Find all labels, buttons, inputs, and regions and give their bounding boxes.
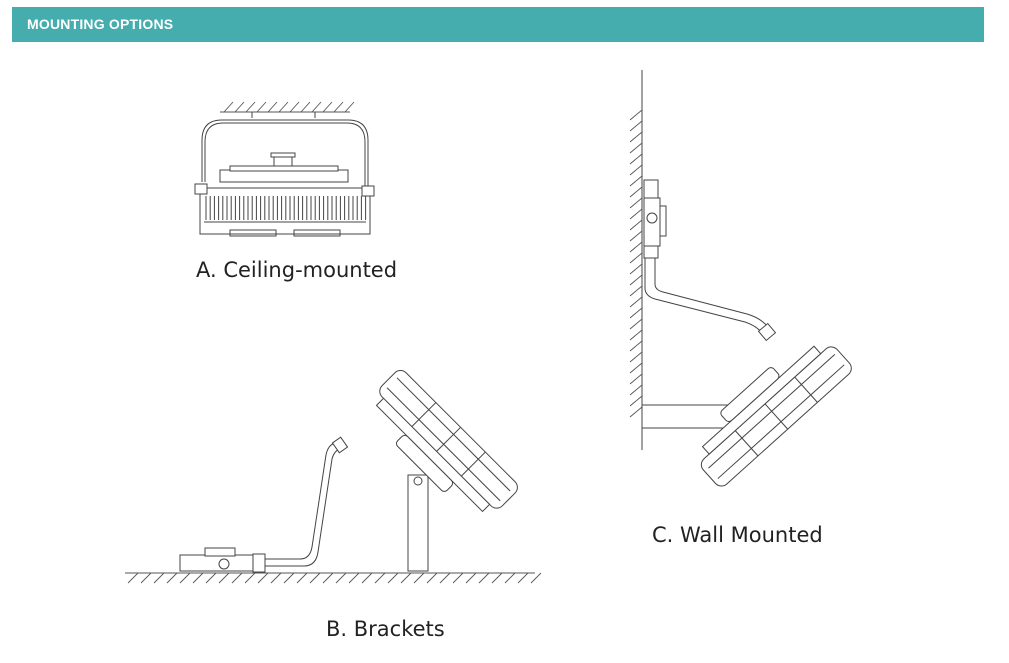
hatch-line xyxy=(630,110,642,120)
hatch-line xyxy=(630,165,642,175)
hatch-line xyxy=(630,341,642,351)
hatch-line xyxy=(232,573,242,583)
hatch-line xyxy=(312,102,321,112)
hatch-line xyxy=(630,396,642,406)
hatch-line xyxy=(154,573,164,583)
hatch-line xyxy=(224,102,233,112)
hatch-line xyxy=(180,573,190,583)
hatch-line xyxy=(531,573,541,583)
hatch-line xyxy=(128,573,138,583)
hatch-line xyxy=(323,573,333,583)
hatch-line xyxy=(401,573,411,583)
hatch-line xyxy=(349,573,359,583)
hatch-line xyxy=(388,573,398,583)
hatch-line xyxy=(219,573,229,583)
hatch-line xyxy=(630,308,642,318)
hatch-line xyxy=(630,385,642,395)
hatch-line xyxy=(257,102,266,112)
ceiling-hatch xyxy=(220,102,354,112)
hatch-line xyxy=(297,573,307,583)
bracket-mount-drawing xyxy=(120,355,540,590)
hatch-line xyxy=(336,573,346,583)
caption-ceiling-mounted: A. Ceiling-mounted xyxy=(196,258,398,282)
hatch-line xyxy=(167,573,177,583)
hatch-line xyxy=(630,275,642,285)
hatch-line xyxy=(258,573,268,583)
hatch-line xyxy=(630,374,642,384)
hatch-line xyxy=(334,102,343,112)
hatch-line xyxy=(323,102,332,112)
hatch-line xyxy=(414,573,424,583)
hatch-line xyxy=(453,573,463,583)
hatch-line xyxy=(279,102,288,112)
hatch-line xyxy=(301,102,310,112)
hatch-line xyxy=(245,573,255,583)
hatch-line xyxy=(362,573,372,583)
hatch-line xyxy=(630,154,642,164)
hatch-line xyxy=(630,253,642,263)
hatch-line xyxy=(193,573,203,583)
hatch-line xyxy=(630,209,642,219)
hatch-line xyxy=(235,102,244,112)
hatch-line xyxy=(268,102,277,112)
hatch-line xyxy=(206,573,216,583)
hatch-line xyxy=(479,573,489,583)
hatch-line xyxy=(284,573,294,583)
hatch-line xyxy=(310,573,320,583)
hatch-line xyxy=(630,187,642,197)
hatch-line xyxy=(271,573,281,583)
hatch-line xyxy=(630,132,642,142)
hatch-line xyxy=(345,102,354,112)
ceiling-mount-drawing xyxy=(190,100,380,240)
hatch-line xyxy=(630,198,642,208)
hatch-line xyxy=(630,121,642,131)
hatch-line xyxy=(630,286,642,296)
hatch-line xyxy=(375,573,385,583)
caption-brackets: B. Brackets xyxy=(326,617,445,641)
hatch-line xyxy=(630,264,642,274)
hatch-line xyxy=(630,242,642,252)
hatch-line xyxy=(630,220,642,230)
hatch-line xyxy=(440,573,450,583)
hatch-line xyxy=(246,102,255,112)
hatch-line xyxy=(630,319,642,329)
hatch-line xyxy=(290,102,299,112)
hatch-line xyxy=(630,143,642,153)
section-title: MOUNTING OPTIONS xyxy=(27,16,174,32)
hatch-line xyxy=(427,573,437,583)
hatch-line xyxy=(630,231,642,241)
hatch-line xyxy=(466,573,476,583)
hatch-line xyxy=(141,573,151,583)
hatch-line xyxy=(630,176,642,186)
hatch-line xyxy=(630,330,642,340)
hatch-line xyxy=(492,573,502,583)
hatch-line xyxy=(630,363,642,373)
hatch-line xyxy=(630,352,642,362)
hatch-line xyxy=(505,573,515,583)
wall-mount-drawing xyxy=(625,70,865,510)
hatch-line xyxy=(630,407,642,417)
section-header: MOUNTING OPTIONS xyxy=(12,7,984,42)
hatch-line xyxy=(518,573,528,583)
hatch-line xyxy=(630,297,642,307)
caption-wall-mounted: C. Wall Mounted xyxy=(652,523,823,547)
